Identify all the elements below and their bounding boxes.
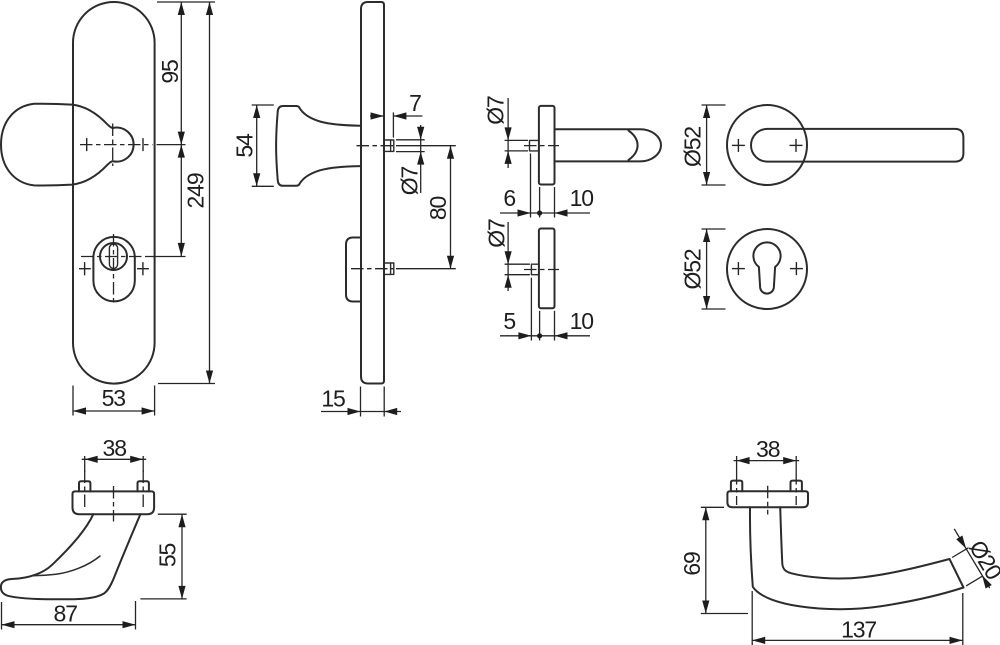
svg-text:137: 137	[841, 616, 876, 642]
svg-text:10: 10	[570, 185, 594, 211]
svg-text:Ø7: Ø7	[483, 96, 509, 125]
svg-text:Ø7: Ø7	[397, 166, 423, 195]
svg-text:6: 6	[503, 185, 515, 211]
svg-text:10: 10	[570, 308, 594, 334]
svg-text:Ø52: Ø52	[680, 249, 706, 289]
svg-text:69: 69	[679, 552, 705, 576]
svg-text:80: 80	[425, 197, 451, 221]
svg-text:87: 87	[54, 601, 78, 627]
svg-text:Ø52: Ø52	[680, 127, 706, 167]
svg-text:Ø7: Ø7	[484, 219, 510, 248]
svg-text:249: 249	[183, 173, 209, 208]
svg-text:5: 5	[503, 308, 515, 334]
svg-text:54: 54	[232, 133, 258, 158]
svg-text:Ø20: Ø20	[964, 536, 1000, 584]
svg-text:15: 15	[321, 385, 345, 411]
svg-text:55: 55	[155, 544, 181, 568]
svg-text:38: 38	[756, 436, 780, 462]
svg-text:38: 38	[103, 435, 127, 461]
svg-text:95: 95	[157, 60, 183, 84]
svg-text:53: 53	[102, 385, 126, 411]
svg-text:7: 7	[409, 90, 421, 116]
